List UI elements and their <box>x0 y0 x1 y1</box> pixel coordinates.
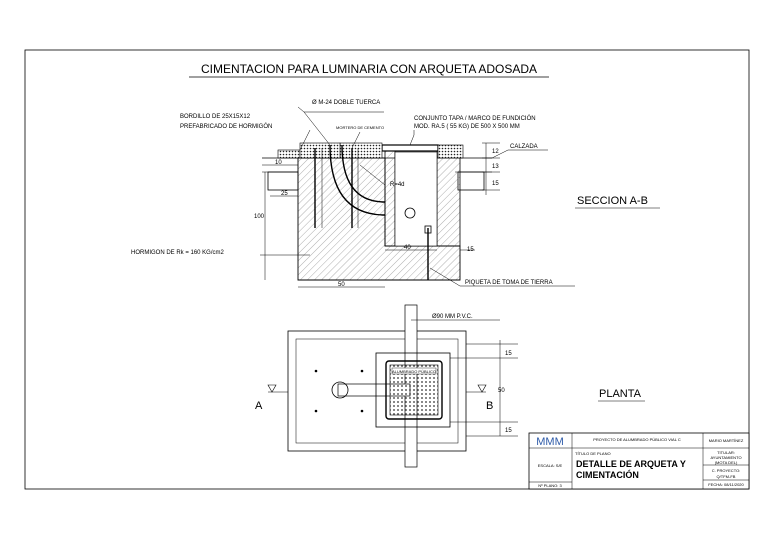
box-wall-right <box>436 149 461 247</box>
dim-40: 40 <box>404 245 411 251</box>
kerb-block <box>267 171 299 191</box>
cover-leader <box>409 130 415 146</box>
dim-12: 12 <box>492 149 499 155</box>
road-block <box>457 171 485 191</box>
cover-frame <box>381 144 439 152</box>
concrete-note: HORMIGON DE Rk = 160 KG/cm2 <box>131 250 225 256</box>
plan-anchor-4 <box>360 409 364 413</box>
road-pavement-layer <box>437 144 464 159</box>
author-name: MARIO MARTÍNEZ <box>709 438 744 443</box>
plan-foundation-outer <box>287 330 467 452</box>
dim-15-right: 15 <box>492 181 499 187</box>
main-title: CIMENTACION PARA LUMINARIA CON ARQUETA A… <box>201 62 537 76</box>
plan-dim-bottom: 15 <box>505 428 512 434</box>
dim-25: 25 <box>281 191 288 197</box>
plan-anchor-2 <box>360 369 364 373</box>
owner-line-2: (MOTA DEL) <box>715 460 738 465</box>
plan-box-outer <box>375 352 451 428</box>
cut-arrow-b <box>477 384 487 393</box>
kerb-leader <box>299 129 311 151</box>
owner-label: TITULAR: <box>717 450 735 455</box>
radius-leader <box>359 164 386 186</box>
box-interior <box>394 151 438 247</box>
plan-title-label: TÍTULO DE PLANO <box>575 451 611 456</box>
cut-label-a: A <box>255 400 263 412</box>
drawing-date: FECHA: 08/11/2020 <box>708 482 744 487</box>
road-note: CALZADA <box>510 144 538 150</box>
plan-title-line-2: CIMENTACIÓN <box>576 469 639 480</box>
bolt-leader <box>297 106 331 146</box>
plan-anchor-1 <box>314 369 318 373</box>
plan-view: ALUMBRADO PÚBLICO Ø90 MM P.V.C. A B 15 5… <box>255 304 645 468</box>
conduit-bend-inner <box>341 144 386 203</box>
kerb-note-1: BORDILLO DE 25X15X12 <box>180 114 251 120</box>
plan-anchor-3 <box>314 409 318 413</box>
project-code: Q/TFM-FB <box>717 474 736 479</box>
project-name: PROYECTO DE ALUMBRADO PÚBLICO VIAL C <box>593 437 681 442</box>
earth-leader <box>429 267 575 287</box>
pvc-note: Ø90 MM P.V.C. <box>432 314 473 320</box>
firm-logo: MMM <box>536 436 564 448</box>
cut-label-b: B <box>486 400 493 412</box>
base-plate-zone <box>299 142 341 159</box>
plan-pole-base <box>331 381 349 399</box>
section-label: SECCION A-B <box>577 195 648 207</box>
sheet-number: Nº PLANO: 3 <box>538 483 562 488</box>
plan-cover-frame <box>385 360 443 420</box>
sheet-frame <box>24 49 750 490</box>
plan-cover-plate <box>391 367 437 375</box>
plan-dim-mid: 50 <box>498 388 505 394</box>
box-wall-left <box>384 149 396 247</box>
section-view: Ø M-24 DOBLE TUERCA BORDILLO DE 25X15X12… <box>131 100 660 288</box>
mortar-leader <box>351 131 361 149</box>
plan-foundation-inner <box>295 338 459 444</box>
kerb-top-left <box>277 149 301 159</box>
cover-note-1: CONJUNTO TAPA / MARCO DE FUNDICIÓN <box>414 115 536 122</box>
radius-note: R=4d <box>390 182 405 188</box>
plan-dim-top: 15 <box>505 351 512 357</box>
conduit-bend-outer <box>329 144 386 216</box>
dim-100: 100 <box>254 214 265 220</box>
owner-line-1: AYUNTAMIENTO <box>710 455 741 460</box>
bolt-note: Ø M-24 DOBLE TUERCA <box>312 100 380 106</box>
duct-hole <box>404 207 416 219</box>
scale-value: ESCALA: S/E <box>538 463 563 468</box>
mortar-layer <box>339 142 383 159</box>
title-block: MMM PROYECTO DE ALUMBRADO PÚBLICO VIAL C… <box>528 432 750 490</box>
kerb-note-2: PREFABRICADO DE HORMIGÓN <box>180 123 272 130</box>
earth-note: PIQUETA DE TOMA DE TIERRA <box>465 280 553 286</box>
road-leader <box>491 149 509 159</box>
project-code-label: C. PROYECTO: <box>712 468 741 473</box>
mortar-note: MORTERO DE CEMENTO <box>336 125 384 130</box>
dim-50: 50 <box>338 282 345 288</box>
dim-13: 13 <box>492 164 499 170</box>
earth-rod-clamp <box>424 225 432 234</box>
title-block-frame <box>528 432 750 490</box>
plan-title-line-1: DETALLE DE ARQUETA Y <box>576 459 686 469</box>
cut-arrow-a <box>267 384 277 393</box>
cover-note-2: MOD. RA.5 ( 55 KG) DE 500 X 500 MM <box>414 124 520 130</box>
dim-15-bottom: 15 <box>467 247 474 253</box>
dim-10: 10 <box>275 160 282 166</box>
plan-label: PLANTA <box>599 388 642 400</box>
plan-cover-text: ALUMBRADO PÚBLICO <box>392 369 436 374</box>
